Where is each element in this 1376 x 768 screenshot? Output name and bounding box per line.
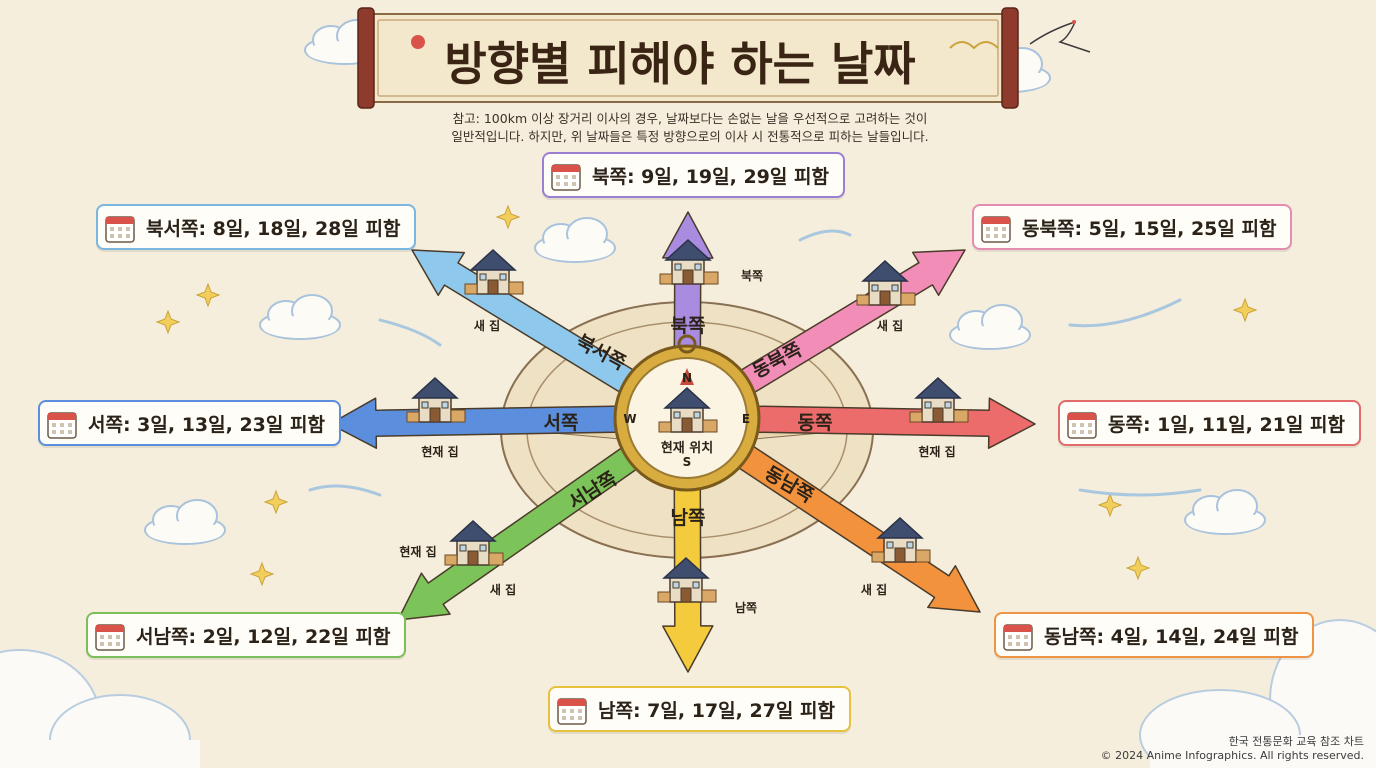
card-west: 서쪽: 3일, 13일, 23일 피함 <box>38 400 341 446</box>
star-decoration <box>1126 556 1150 580</box>
northeast-house-label: 새 집 <box>877 318 903 333</box>
compass-letter-n: N <box>682 371 692 385</box>
note-line-1: 참고: 100km 이상 장거리 이사의 경우, 날짜보다는 손없는 날을 우선… <box>452 111 928 126</box>
east-house-label: 현재 집 <box>918 444 955 459</box>
compass-letter-e: E <box>742 412 750 426</box>
calendar-icon <box>981 216 1011 243</box>
east-arrow-label: 동쪽 <box>798 412 833 434</box>
compass: N E W S 현재 위치 <box>613 334 761 492</box>
card-north-text: 북쪽: 9일, 19일, 29일 피함 <box>592 165 829 188</box>
north-house-label: 북쪽 <box>741 269 763 283</box>
star-decoration <box>496 205 520 229</box>
star-decoration <box>250 562 274 586</box>
southwest-house-label-b: 새 집 <box>490 582 516 597</box>
north-arrow-label: 북쪽 <box>671 315 706 337</box>
south-house-label: 남쪽 <box>735 600 757 615</box>
southeast-house-label: 새 집 <box>861 582 887 597</box>
calendar-icon <box>105 216 135 243</box>
card-north: 북쪽: 9일, 19일, 29일 피함 <box>542 152 845 198</box>
compass-letter-s: S <box>683 455 692 469</box>
southeast-arrow <box>712 428 981 613</box>
card-southeast-text: 동남쪽: 4일, 14일, 24일 피함 <box>1044 625 1299 648</box>
south-house-icon <box>657 557 717 603</box>
card-east-text: 동쪽: 1일, 11일, 21일 피함 <box>1108 413 1345 436</box>
wind-swirls <box>308 229 1202 497</box>
card-east: 동쪽: 1일, 11일, 21일 피함 <box>1058 400 1361 446</box>
calendar-icon <box>1003 624 1033 651</box>
card-west-text: 서쪽: 3일, 13일, 23일 피함 <box>88 413 325 436</box>
compass-center-label: 현재 위치 <box>661 440 713 456</box>
cloud-decoration <box>534 217 616 263</box>
west-house-icon <box>406 377 466 423</box>
star-decoration <box>1098 493 1122 517</box>
west-house-label: 현재 집 <box>421 444 458 459</box>
calendar-icon <box>95 624 125 651</box>
title-banner <box>357 7 1019 109</box>
cloud-decoration <box>1184 489 1266 535</box>
star-decoration <box>196 283 220 307</box>
cloud-decoration <box>144 499 226 545</box>
cloud-bottom-left <box>0 649 200 768</box>
card-south: 남쪽: 7일, 17일, 27일 피함 <box>548 686 851 732</box>
northeast-arrow <box>713 249 966 410</box>
card-northeast-text: 동북쪽: 5일, 15일, 25일 피함 <box>1022 217 1277 240</box>
page-title: 방향별 피해야 하는 날짜 <box>444 37 916 91</box>
footer-line-1: 한국 전통문화 교육 참조 차트 <box>1228 735 1364 748</box>
cloud-decoration <box>949 304 1031 350</box>
card-northeast: 동북쪽: 5일, 15일, 25일 피함 <box>972 204 1293 250</box>
star-decoration <box>1233 298 1257 322</box>
southwest-house-label-a: 현재 집 <box>399 544 436 559</box>
west-arrow-label: 서쪽 <box>544 412 579 434</box>
calendar-icon <box>551 164 581 191</box>
card-southwest: 서남쪽: 2일, 12일, 22일 피함 <box>86 612 407 658</box>
cloud-decoration <box>259 294 341 340</box>
note-line-2: 일반적입니다. 하지만, 위 날짜들은 특정 방향으로의 이사 시 전통적으로 … <box>451 129 929 144</box>
card-southwest-text: 서남쪽: 2일, 12일, 22일 피함 <box>136 625 391 648</box>
calendar-icon <box>47 412 77 439</box>
card-northwest-text: 북서쪽: 8일, 18일, 28일 피함 <box>146 217 401 240</box>
southwest-arrow <box>397 429 663 621</box>
calendar-icon <box>557 698 587 725</box>
northwest-house-label: 새 집 <box>474 318 500 333</box>
star-decoration <box>264 490 288 514</box>
east-house-icon <box>909 377 969 423</box>
compass-letter-w: W <box>623 412 636 426</box>
star-decoration <box>156 310 180 334</box>
calendar-icon <box>1067 412 1097 439</box>
card-southeast: 동남쪽: 4일, 14일, 24일 피함 <box>994 612 1315 658</box>
west-arrow <box>329 397 648 449</box>
direction-arrows <box>329 211 1036 673</box>
crane-decoration <box>1029 20 1091 53</box>
footer-line-2: © 2024 Anime Infographics. All rights re… <box>1100 749 1364 762</box>
card-south-text: 남쪽: 7일, 17일, 27일 피함 <box>598 699 835 722</box>
south-arrow-label: 남쪽 <box>671 507 706 529</box>
card-northwest: 북서쪽: 8일, 18일, 28일 피함 <box>96 204 417 250</box>
